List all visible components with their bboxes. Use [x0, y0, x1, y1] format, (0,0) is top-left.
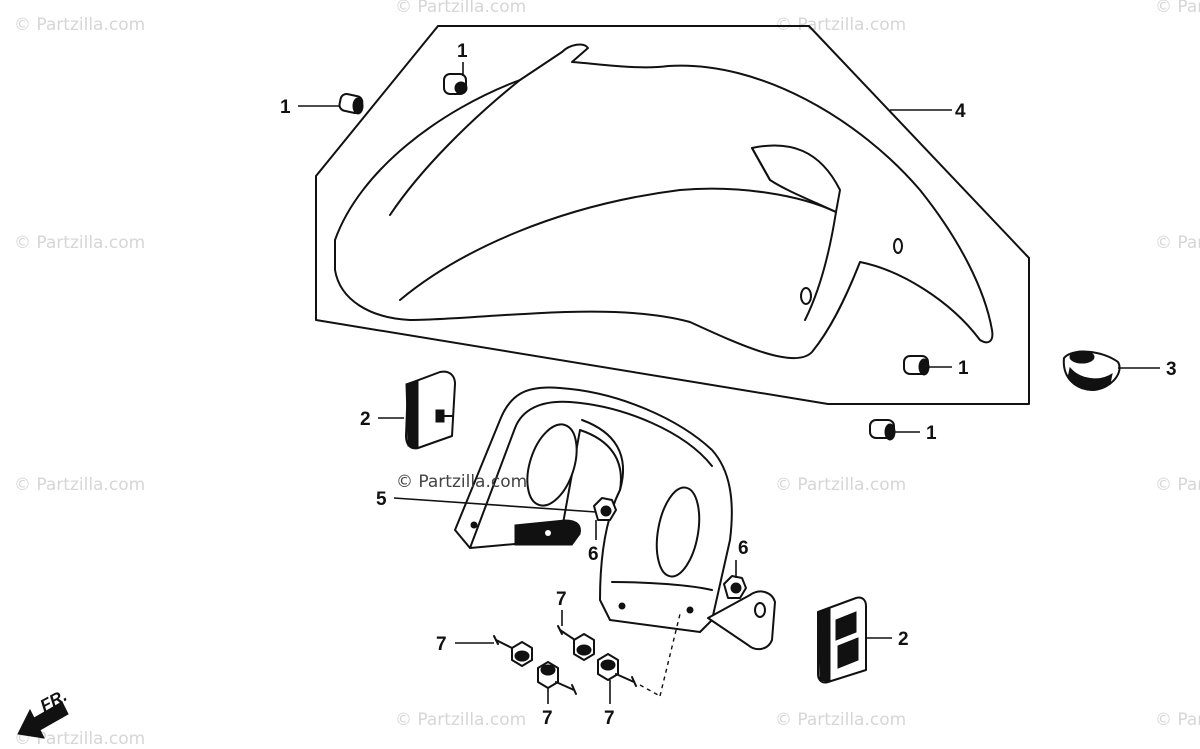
watermark: © Partzilla.com	[775, 475, 906, 495]
watermark: © Partzilla.com	[1155, 0, 1200, 17]
clip-nut-3	[1062, 350, 1121, 391]
watermark: © Partzilla.com	[1155, 475, 1200, 495]
collar-1-top	[443, 73, 468, 95]
inner-mudguard	[454, 386, 776, 651]
assembly-outline-box	[315, 25, 1030, 405]
callout-1: 1	[926, 423, 937, 444]
assembly-dash-line	[659, 613, 681, 697]
watermark: © Partzilla.com	[14, 729, 145, 749]
watermark: © Partzilla.com	[1155, 710, 1200, 730]
callout-leaders	[298, 62, 1160, 704]
watermark: © Partzilla.com	[14, 233, 145, 253]
callout-6: 6	[588, 544, 599, 565]
callout-numbers: 1 1 1 1 2 2 3 4 5 6 6 7 7 7 7	[280, 41, 1177, 729]
bolt-7-d	[597, 653, 637, 687]
reflector-2-left	[405, 370, 456, 450]
watermark: © Partzilla.com	[395, 0, 526, 17]
watermark: © Partzilla.com	[14, 475, 145, 495]
watermark-center: © Partzilla.com	[396, 472, 527, 492]
watermark: © Partzilla.com	[14, 15, 145, 35]
callout-1: 1	[457, 41, 468, 62]
callout-7: 7	[542, 708, 553, 729]
collar-1-bottom	[869, 419, 896, 441]
nut-6-left	[593, 497, 617, 521]
callout-3: 3	[1166, 359, 1177, 380]
callout-7: 7	[604, 708, 615, 729]
nut-6-right	[723, 575, 747, 599]
watermark: © Partzilla.com	[1155, 233, 1200, 253]
callout-1: 1	[958, 358, 969, 379]
collar-1-right	[903, 355, 930, 376]
bolt-7-c	[537, 661, 577, 695]
watermark: © Partzilla.com	[775, 710, 906, 730]
watermark: © Partzilla.com	[775, 15, 906, 35]
callout-7: 7	[436, 634, 447, 655]
bolt-7-a	[493, 635, 533, 667]
callout-2: 2	[360, 409, 371, 430]
callout-6: 6	[738, 538, 749, 559]
watermark: © Partzilla.com	[395, 710, 526, 730]
bolt-7-b	[557, 625, 595, 661]
callout-2: 2	[898, 629, 909, 650]
reflector-2-right	[817, 596, 867, 684]
callout-7: 7	[556, 589, 567, 610]
direction-arrow-icon	[17, 701, 69, 739]
callout-1: 1	[280, 97, 291, 118]
callout-5: 5	[376, 489, 387, 510]
callout-4: 4	[955, 101, 966, 122]
assembly-dash-line	[639, 684, 661, 697]
front-fender	[334, 43, 994, 360]
collar-1-left	[338, 93, 364, 115]
